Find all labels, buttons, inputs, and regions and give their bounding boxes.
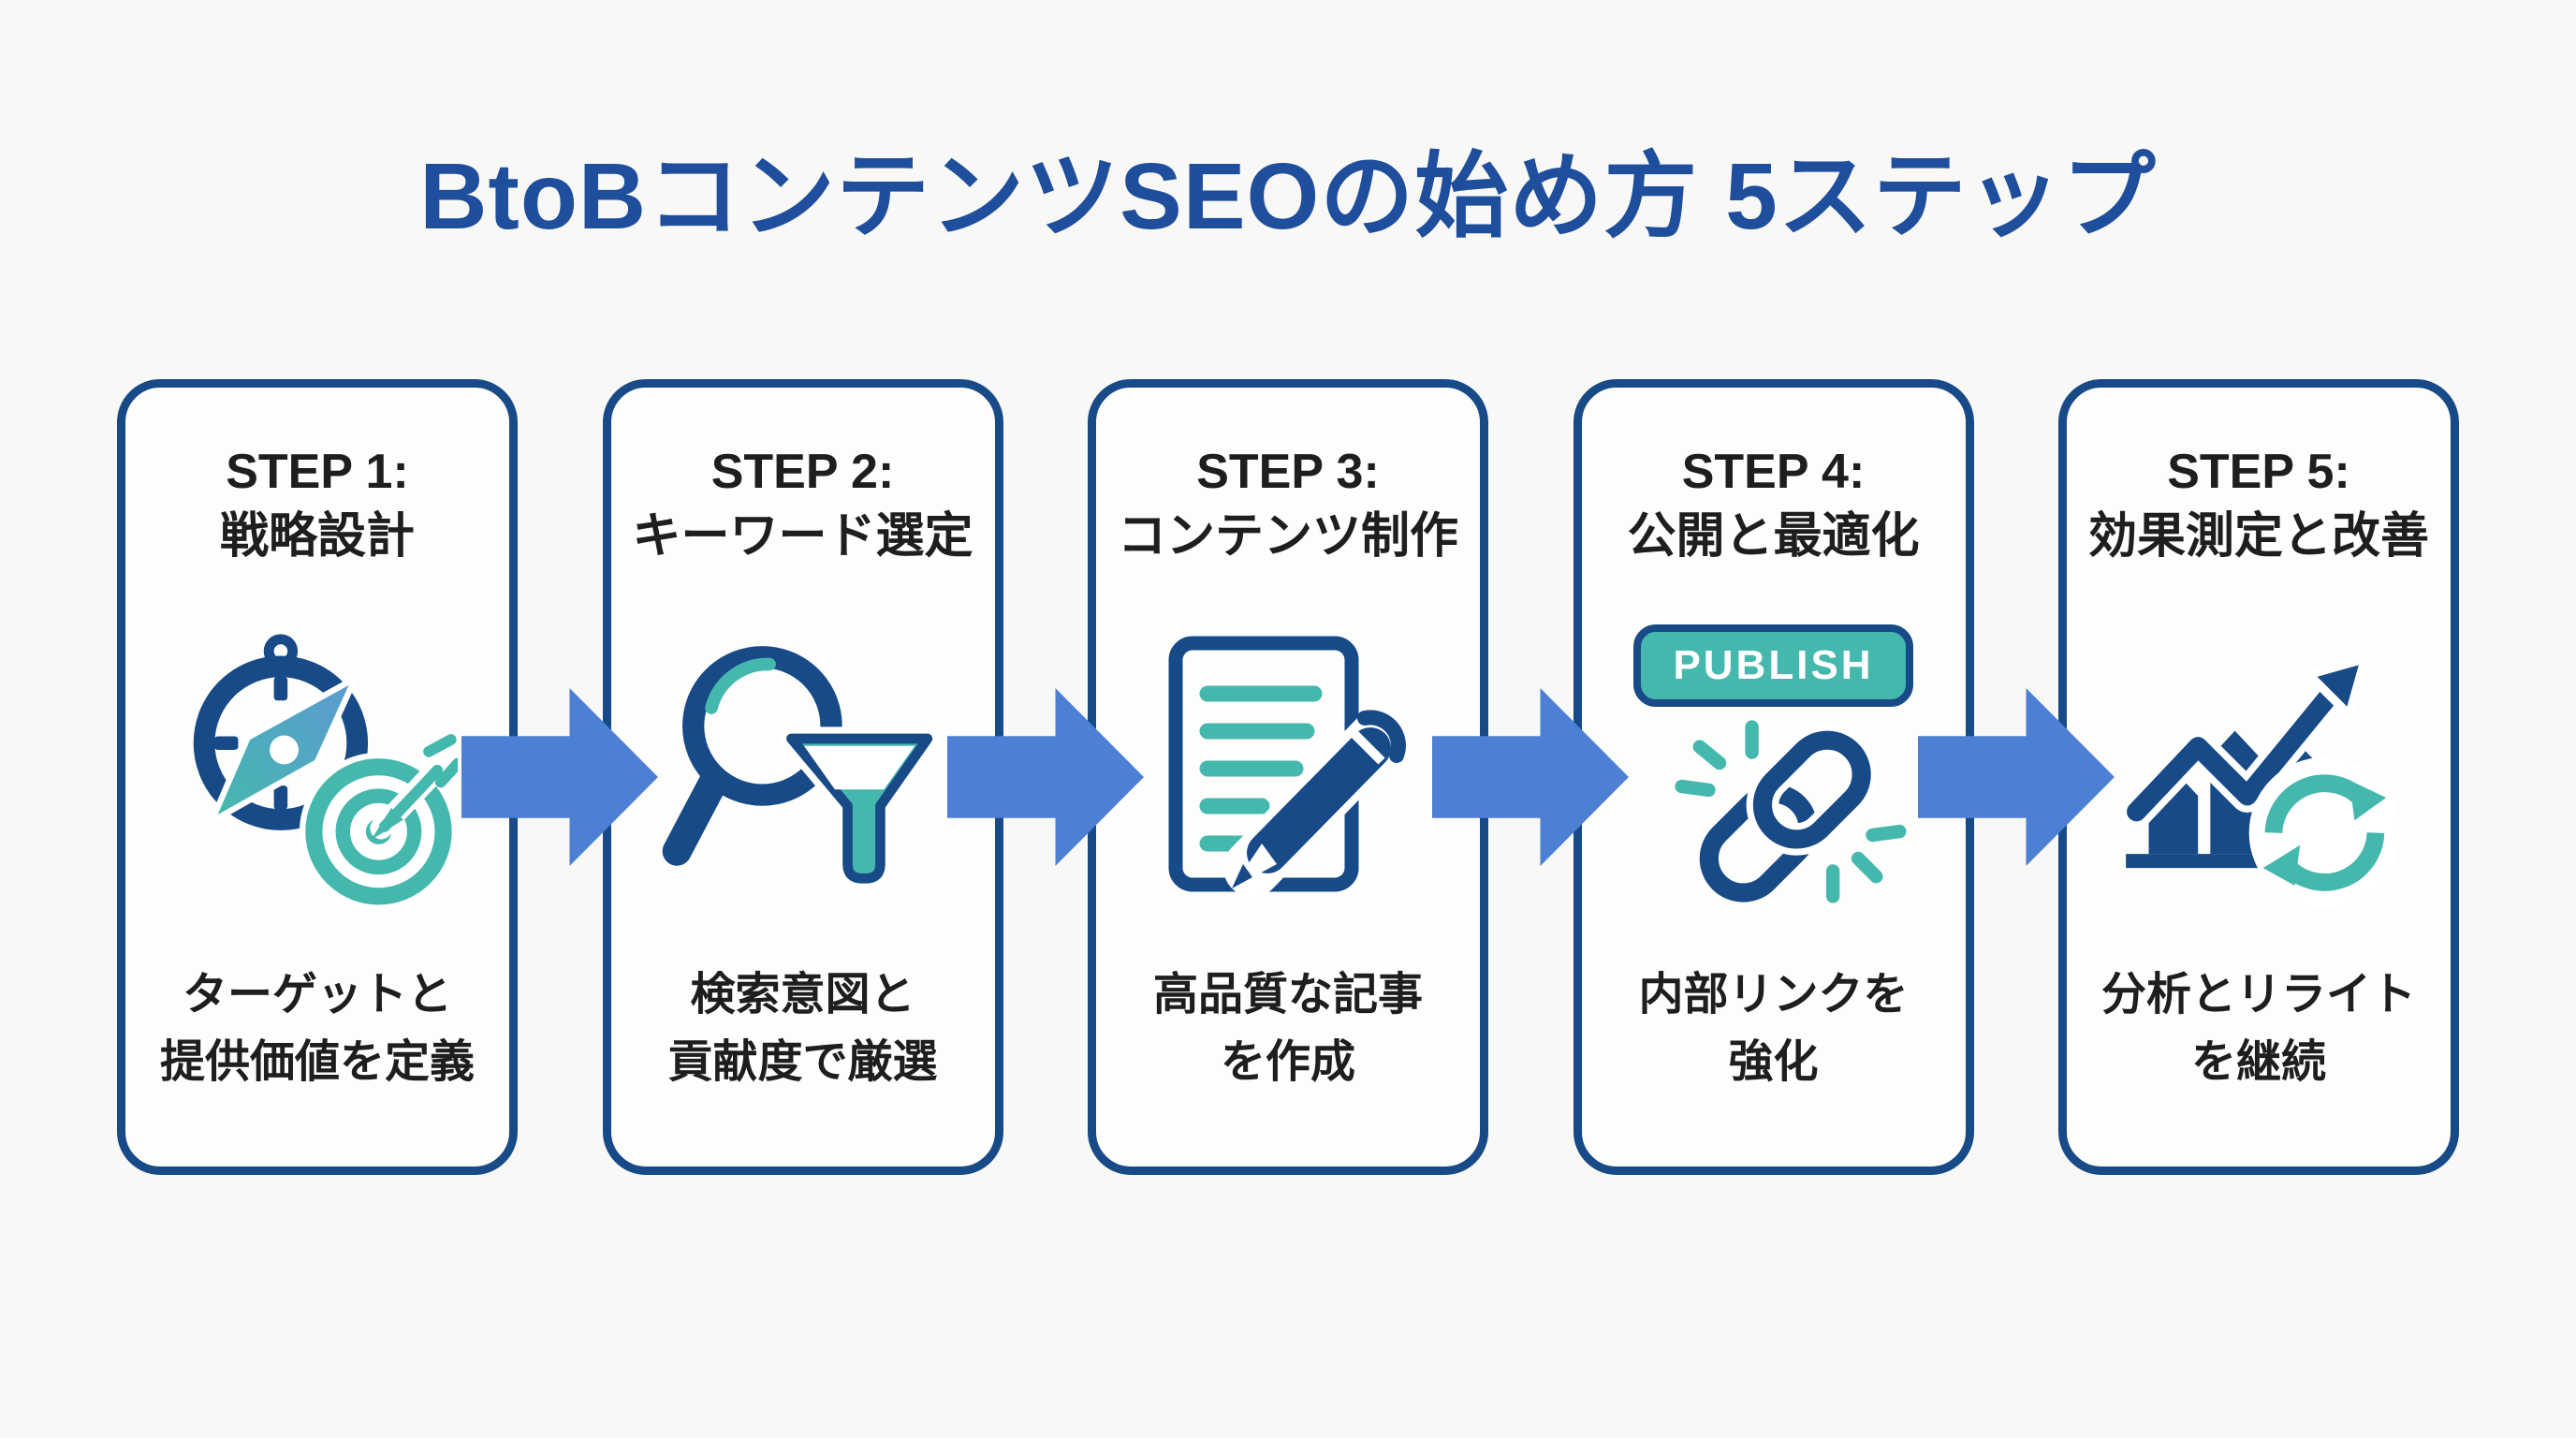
step-description: ターゲットと 提供価値を定義 xyxy=(160,961,475,1096)
step-description: 内部リンクを 強化 xyxy=(1638,961,1908,1096)
step-number-label: STEP 2: xyxy=(710,445,895,499)
step-card-1: STEP 1: 戦略設計 xyxy=(117,379,518,1175)
step-description: 分析とリライト を継続 xyxy=(2101,961,2416,1096)
step-heading: STEP 2: キーワード選定 xyxy=(632,440,973,568)
step-heading: STEP 1: 戦略設計 xyxy=(220,440,415,568)
step-description: 検索意図と 貢献度で厳選 xyxy=(667,961,937,1096)
step-icon-area xyxy=(125,600,509,937)
step-heading: STEP 3: コンテンツ制作 xyxy=(1118,440,1458,568)
step-description-line: 提供価値を定義 xyxy=(159,1037,475,1088)
step-card-4: STEP 4: 公開と最適化 PUBLISH xyxy=(1573,379,1974,1175)
steps-row: STEP 1: 戦略設計 xyxy=(117,379,2459,1175)
step-description-line: 検索意図と xyxy=(690,970,915,1020)
step-heading: STEP 5: 効果測定と改善 xyxy=(2088,440,2429,568)
step-description-line: を作成 xyxy=(1220,1037,1355,1088)
step-description-line: 分析とリライト xyxy=(2100,970,2416,1020)
step-title-label: キーワード選定 xyxy=(632,508,973,564)
step-icon-area xyxy=(1096,600,1480,937)
step-title-label: 効果測定と改善 xyxy=(2087,508,2429,564)
publish-button: PUBLISH xyxy=(1633,624,1913,707)
step-number-label: STEP 5: xyxy=(2167,445,2350,499)
page-title: BtoBコンテンツSEOの始め方 5ステップ xyxy=(419,144,2157,249)
step-number-label: STEP 3: xyxy=(1196,445,1380,499)
step-number-label: STEP 1: xyxy=(226,445,409,499)
chart-refresh-icon xyxy=(2119,654,2401,909)
step-card-5: STEP 5: 効果測定と改善 xyxy=(2058,379,2459,1175)
step-description-line: 貢献度で厳選 xyxy=(667,1037,938,1088)
step-number-label: STEP 4: xyxy=(1681,445,1866,499)
step-heading: STEP 4: 公開と最適化 xyxy=(1627,440,1919,568)
publish-link-icon xyxy=(1674,720,1907,903)
compass-target-icon xyxy=(193,634,458,912)
step-icon-area xyxy=(2067,600,2451,937)
step-card-3: STEP 3: コンテンツ制作 xyxy=(1088,379,1488,1175)
search-funnel-icon xyxy=(662,646,939,891)
chain-wrap xyxy=(1673,712,1907,914)
step-title-label: 公開と最適化 xyxy=(1627,508,1920,564)
step-card-2: STEP 2: キーワード選定 検索意図と 貢献度で厳選 xyxy=(602,379,1003,1175)
step-description: 高品質な記事 を作成 xyxy=(1153,961,1423,1096)
step-description-line: 高品質な記事 xyxy=(1152,970,1423,1020)
document-pen-icon xyxy=(1168,636,1406,898)
step-icon-area xyxy=(611,600,995,937)
step-description-line: を継続 xyxy=(2190,1037,2326,1088)
step-description-line: 内部リンクを xyxy=(1638,970,1909,1020)
step-description-line: ターゲットと xyxy=(182,970,452,1020)
step-description-line: 強化 xyxy=(1728,1037,1819,1088)
step-title-label: 戦略設計 xyxy=(219,508,415,564)
step-icon-area: PUBLISH xyxy=(1582,600,1966,937)
step-title-label: コンテンツ制作 xyxy=(1117,508,1458,564)
